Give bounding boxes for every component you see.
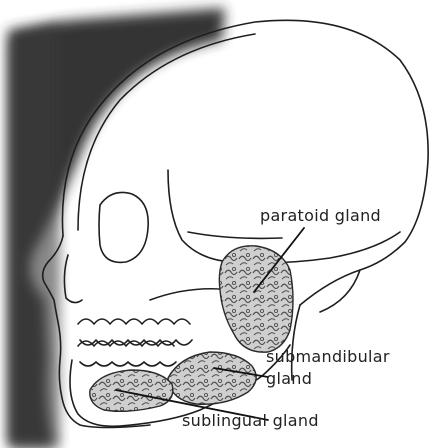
submandibular-gland: [168, 352, 256, 404]
parotid-label: paratoid gland: [260, 206, 381, 225]
submandibular-label-line1: submandibular: [266, 347, 390, 366]
submandibular-label-line2: gland: [266, 369, 312, 388]
sublingual-label: sublingual gland: [182, 411, 319, 430]
sublingual-gland: [90, 370, 173, 411]
parotid-gland: [219, 246, 293, 352]
